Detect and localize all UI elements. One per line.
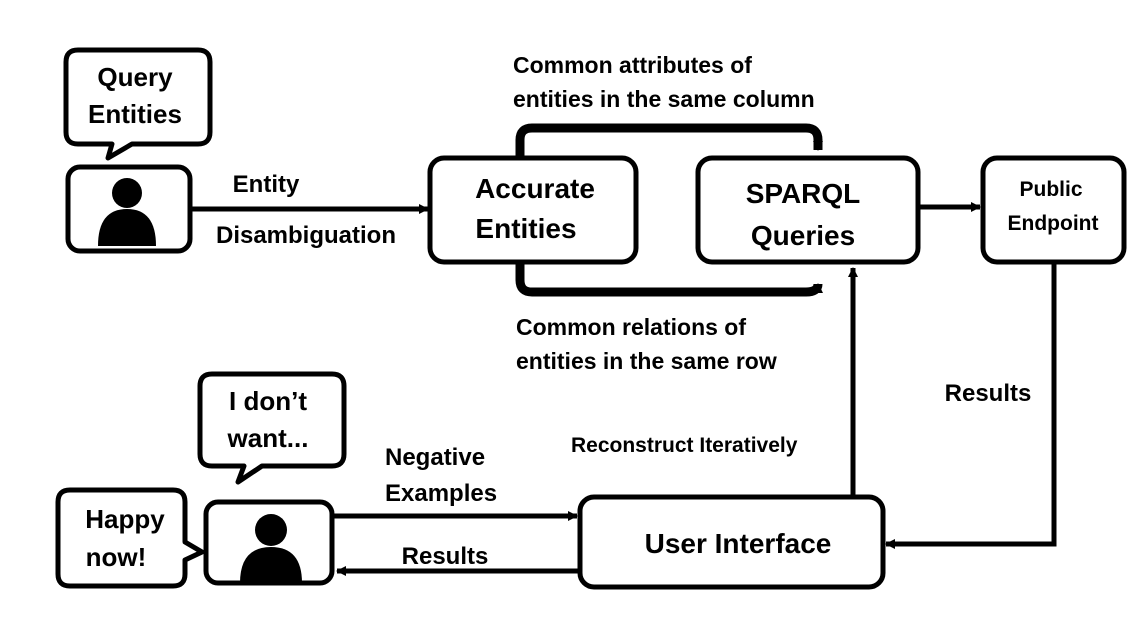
bubble-text: Entities — [88, 99, 182, 129]
speech-bubble-icon — [63, 47, 213, 161]
user-box-top — [65, 164, 193, 254]
speech-bubble-icon — [197, 371, 347, 485]
user-interface-box: User Interface — [577, 494, 886, 590]
dont-want-bubble: I don’t want... — [197, 371, 347, 485]
query-entities-bubble: Query Entities — [63, 47, 213, 161]
bubble-text: want... — [227, 423, 309, 453]
disambiguation-label: Disambiguation — [216, 222, 396, 249]
results-right-label: Results — [945, 380, 1032, 407]
reconstruct-label: Reconstruct Iteratively — [571, 434, 798, 457]
arrow-icon — [515, 262, 823, 297]
common-relations-label: Common relations of — [516, 314, 746, 340]
speech-bubble-icon — [55, 487, 205, 589]
box-text: Public — [1019, 178, 1082, 201]
user-icon — [98, 178, 156, 246]
box-text: Accurate — [475, 173, 595, 204]
box-text: Entities — [475, 213, 576, 244]
box-text: Queries — [751, 220, 855, 251]
sparql-queries-box: SPARQL Queries — [695, 155, 921, 265]
bubble-text: Query — [97, 62, 173, 92]
results-bottom-label: Results — [402, 543, 489, 570]
accurate-entities-box: Accurate Entities — [427, 155, 639, 265]
common-attributes-label: entities in the same column — [513, 86, 815, 112]
happy-now-bubble: Happy now! — [55, 487, 205, 589]
bubble-text: Happy — [85, 504, 165, 534]
entity-label: Entity — [233, 171, 300, 198]
common-attributes-label: Common attributes of — [513, 52, 752, 78]
box-text: User Interface — [645, 528, 832, 559]
bubble-text: I don’t — [229, 386, 307, 416]
negative-examples-label: Examples — [385, 480, 497, 507]
public-endpoint-box: Public Endpoint — [980, 155, 1127, 265]
box-text: SPARQL — [746, 178, 861, 209]
box-text: Endpoint — [1008, 212, 1099, 235]
bubble-text: now! — [86, 542, 147, 572]
common-relations-label: entities in the same row — [516, 348, 777, 374]
arrow-icon — [515, 123, 823, 160]
arrow-icon — [885, 262, 1057, 549]
user-box-bottom — [203, 499, 335, 586]
negative-examples-label: Negative — [385, 444, 485, 471]
user-icon — [240, 514, 302, 583]
